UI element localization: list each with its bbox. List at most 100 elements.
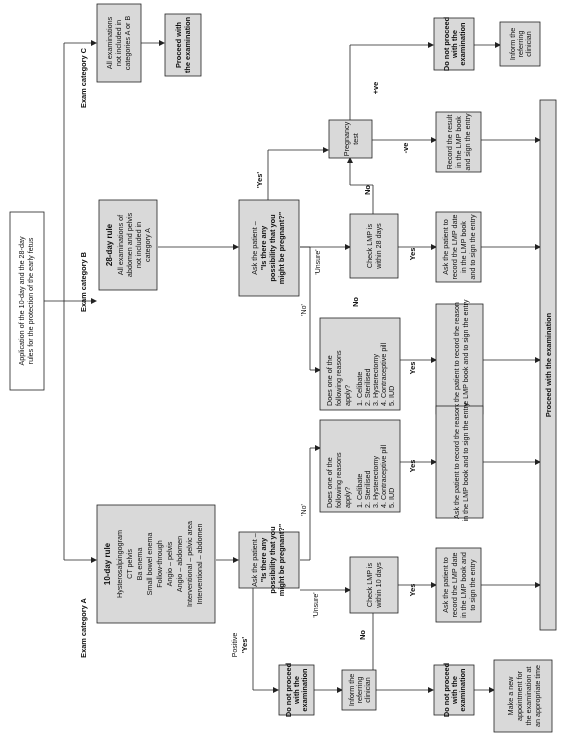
svg-text:in the LMP book: in the LMP book — [459, 221, 468, 273]
svg-text:examination: examination — [458, 668, 467, 712]
svg-text:in the LMP book and to sign th: in the LMP book and to sign the entry — [461, 299, 470, 418]
svg-text:clinician: clinician — [524, 31, 533, 57]
svg-text:4. Contraceptive pill: 4. Contraceptive pill — [379, 444, 388, 508]
new-appointment-box: Make a new appointment for the examinati… — [493, 659, 553, 733]
category-b-label: Exam category B — [79, 252, 88, 312]
svg-text:to sign the entry: to sign the entry — [468, 559, 477, 611]
label-yes-a: 'Yes' — [240, 637, 249, 653]
label-plus-ve: +ve — [371, 82, 380, 95]
svg-text:within 10 days: within 10 days — [374, 562, 383, 609]
do-not-proceed-box-b: Do not proceed with the examination — [433, 16, 475, 71]
svg-text:All examinations: All examinations — [105, 16, 114, 69]
svg-text:referring: referring — [516, 31, 525, 58]
label-minus-ve: -ve — [401, 143, 410, 154]
svg-text:Ask the patient –: Ask the patient – — [250, 533, 259, 587]
proceed-box-c: Proceed with the examination — [164, 13, 202, 77]
do-not-proceed-box-a-no: Do not proceed with the examination — [433, 662, 475, 717]
svg-text:Ba enema: Ba enema — [135, 548, 144, 581]
svg-text:3. Hysterectomy: 3. Hysterectomy — [371, 456, 380, 508]
svg-text:All examinations of: All examinations of — [116, 215, 125, 275]
svg-text:3. Hysterectomy: 3. Hysterectomy — [371, 354, 380, 406]
svg-text:the examination at: the examination at — [524, 667, 533, 726]
svg-text:"Is there any: "Is there any — [259, 537, 268, 582]
svg-text:clinician: clinician — [363, 677, 372, 703]
pregnancy-test-box: Pregnancy test — [328, 119, 373, 159]
label-yes-b: 'Yes' — [255, 172, 264, 188]
svg-text:Do not proceed: Do not proceed — [442, 662, 451, 717]
svg-text:apply?: apply? — [343, 487, 352, 508]
category-a-label: Exam category A — [79, 597, 88, 657]
svg-text:in the LMP book and: in the LMP book and — [459, 552, 468, 618]
ask-record-reason-box-a: Ask the patient to record the reason in … — [435, 402, 484, 521]
svg-text:Does one of the: Does one of the — [325, 457, 334, 508]
svg-text:CT pelvis: CT pelvis — [125, 549, 134, 579]
svg-text:within 28 days: within 28 days — [374, 223, 383, 270]
svg-text:Interventional – abdomen: Interventional – abdomen — [195, 523, 204, 604]
branch-labels: Positive 'Yes' 'No' 'Unsure' No Yes Yes … — [232, 82, 417, 658]
label-yes-check10: Yes — [408, 584, 417, 597]
svg-text:and sign the entry: and sign the entry — [463, 113, 472, 171]
record-result-box: Record the result in the LMP book and si… — [435, 111, 482, 173]
do-not-proceed-box-a-yes: Do not proceed with the examination — [278, 662, 315, 717]
label-yes-check28: Yes — [408, 248, 417, 261]
label-yes-reasons-b: Yes — [408, 362, 417, 375]
inform-box-a: Inform the referring clinician — [341, 669, 377, 711]
ask-record-reason-box-b: Ask the patient to record the reason in … — [435, 299, 484, 418]
svg-text:Ask the patient to record the: Ask the patient to record the reason — [452, 405, 461, 519]
category-c-box: All examinations not included in categor… — [96, 3, 142, 83]
svg-text:Make a new: Make a new — [506, 676, 515, 716]
svg-text:Interventional – pelvic area: Interventional – pelvic area — [185, 521, 194, 607]
label-unsure-b: 'Unsure' — [315, 249, 322, 274]
svg-text:the examination: the examination — [183, 16, 192, 73]
svg-text:Does one of the: Does one of the — [325, 355, 334, 406]
inform-box-b: Inform the referring clinician — [499, 21, 541, 67]
svg-text:apply?: apply? — [343, 385, 352, 406]
proceed-bar: Proceed with the examination — [539, 99, 557, 631]
svg-text:Follow-through: Follow-through — [155, 540, 164, 588]
svg-text:Proceed with: Proceed with — [174, 22, 183, 68]
label-yes-reasons-a: Yes — [408, 460, 417, 473]
svg-text:Ask the patient to record the: Ask the patient to record the reason — [452, 302, 461, 416]
label-no-a: 'No' — [301, 504, 308, 516]
title-box: Application of the 10-day and the 28-day… — [9, 211, 45, 391]
svg-text:in the LMP book: in the LMP book — [454, 116, 463, 168]
check-lmp-28-box: Check LMP is within 28 days — [349, 213, 399, 279]
svg-text:Hysterosalpingogram: Hysterosalpingogram — [115, 530, 124, 598]
label-positive: Positive — [232, 633, 239, 658]
svg-text:examination: examination — [458, 22, 467, 66]
label-no-check10: No — [358, 630, 367, 640]
svg-text:with the: with the — [450, 30, 459, 59]
title-line-2: rules for the protection of the early fe… — [26, 237, 35, 364]
svg-text:1. Celibate: 1. Celibate — [355, 372, 364, 406]
svg-text:Do not proceed: Do not proceed — [284, 662, 293, 717]
svg-text:might be pregnant?": might be pregnant?" — [277, 523, 286, 596]
svg-text:not included in: not included in — [114, 20, 123, 66]
svg-text:Inform the: Inform the — [508, 28, 517, 60]
svg-text:Angio – abdomen: Angio – abdomen — [175, 536, 184, 592]
category-c-label: Exam category C — [79, 47, 88, 108]
label-no-check28: No — [363, 185, 372, 195]
svg-text:4. Contraceptive pill: 4. Contraceptive pill — [379, 342, 388, 406]
svg-text:Pregnancy: Pregnancy — [342, 121, 351, 156]
svg-text:Angio – pelvis: Angio – pelvis — [165, 541, 174, 586]
svg-text:"Is there any: "Is there any — [259, 225, 268, 270]
svg-text:record the LMP date: record the LMP date — [450, 553, 459, 618]
rule-10-heading: 10-day rule — [103, 542, 112, 585]
svg-text:record the LMP date: record the LMP date — [450, 215, 459, 280]
rule-28-heading: 28-day rule — [105, 223, 114, 266]
label-unsure-a: 'Unsure' — [313, 592, 320, 617]
svg-text:abdomen and pelvis: abdomen and pelvis — [125, 212, 134, 277]
svg-text:test: test — [351, 133, 360, 145]
svg-text:Inform the: Inform the — [347, 674, 356, 706]
svg-text:examination: examination — [300, 668, 309, 712]
svg-text:with the: with the — [292, 676, 301, 705]
check-lmp-10-box: Check LMP is within 10 days — [349, 556, 399, 614]
rule-28-day-box: 28-day rule All examinations of abdomen … — [98, 199, 158, 291]
svg-text:Check LMP is: Check LMP is — [365, 223, 374, 268]
ask-patient-box-b: Ask the patient – "Is there any possibil… — [238, 199, 300, 297]
rule-10-day-box: 10-day rule Hysterosalpingogram CT pelvi… — [96, 504, 216, 624]
svg-text:Ask the patient –: Ask the patient – — [250, 221, 259, 275]
ask-record-lmp-box-a: Ask the patient to record the LMP date i… — [435, 547, 482, 623]
svg-text:in the LMP book and to sign th: in the LMP book and to sign the entry — [461, 402, 470, 521]
